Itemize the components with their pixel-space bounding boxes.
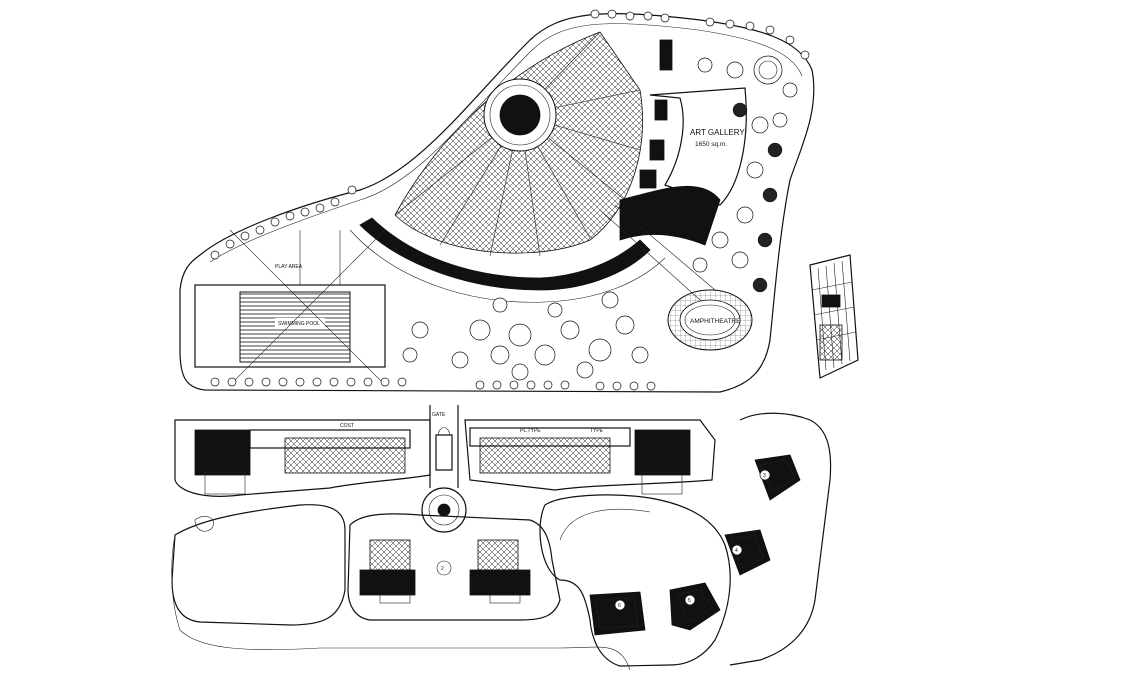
gate-label: GATE: [432, 412, 446, 418]
svg-text:6: 6: [618, 603, 621, 609]
garden-cluster: [402, 291, 649, 381]
tree-row-bottom: [210, 377, 656, 391]
site-boundary: [179, 13, 815, 393]
svg-text:COST: COST: [340, 423, 354, 429]
detail-plan: [809, 254, 859, 379]
unit-label-2: 2: [441, 566, 444, 572]
housing-block-middle-a: [359, 539, 416, 604]
svg-text:PLAY AREA: PLAY AREA: [275, 264, 303, 270]
arc-walkway: [359, 217, 651, 291]
residential-strip-left: [174, 419, 431, 497]
svg-text:TYPE: TYPE: [590, 428, 604, 434]
tree-belt-right: [692, 55, 798, 293]
right-outer-parcel: [729, 412, 832, 666]
tree-row-top: [590, 9, 810, 60]
svg-text:4: 4: [735, 548, 738, 554]
tree-row-left: [210, 185, 357, 260]
svg-text:PL.TYPE: PL.TYPE: [520, 428, 541, 434]
fountain-roundabout: [421, 487, 467, 533]
villa-3: 3: [754, 454, 801, 501]
amphitheatre-label: AMPHITHEATRE: [690, 318, 741, 325]
art-gallery-area: 1650 sq.m.: [695, 141, 727, 148]
villa-4: 4: [724, 529, 771, 576]
svg-text:5: 5: [688, 598, 691, 604]
housing-block-left: COST: [194, 423, 411, 495]
art-gallery: [649, 87, 747, 206]
residential-strip-right: [464, 419, 716, 491]
art-gallery-label: ART GALLERY: [690, 128, 745, 137]
svg-text:3: 3: [763, 473, 766, 479]
right-crescent-parcel: [539, 494, 731, 667]
pool-deck: [194, 284, 386, 368]
housing-block-right: PL.TYPE TYPE: [469, 427, 691, 495]
lower-middle-parcel: [347, 513, 561, 621]
villa-5: 5: [669, 582, 721, 631]
pool-label: SWIMMING POOL: [278, 321, 320, 327]
housing-block-middle-b: [469, 539, 531, 604]
villa-6: 6: [589, 591, 646, 636]
gallery-dark-band: [619, 186, 721, 246]
lower-left-parcel: [171, 504, 346, 626]
gate: [435, 434, 453, 471]
